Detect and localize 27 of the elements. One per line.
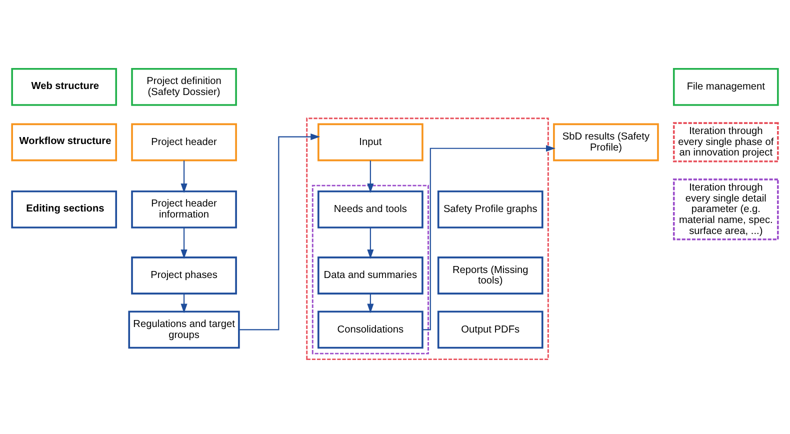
node-box: Project header information <box>131 190 237 228</box>
arrow <box>180 227 188 259</box>
arrow <box>180 294 188 314</box>
node-box: Iteration through every single detail parameter (e.g. material name, spec. surface area, ...) <box>672 178 779 240</box>
node-box: Needs and tools <box>318 190 424 228</box>
node-box: Project header <box>131 123 237 162</box>
node-box: Data and summaries <box>318 256 424 294</box>
node-box: File management <box>672 68 779 106</box>
arrow <box>367 294 374 314</box>
node-box: Web structure <box>11 68 118 106</box>
node-box: Reports (Missing tools) <box>437 256 544 294</box>
node-box: Input <box>318 123 424 162</box>
node-box: Consolidations <box>318 310 424 349</box>
node-box: Workflow structure <box>11 123 118 162</box>
node-box: Output PDFs <box>437 310 544 349</box>
arrow <box>180 160 188 193</box>
node-box: Iteration through every single phase of an innovation project <box>672 122 779 162</box>
node-box: SbD results (Safety Profile) <box>553 123 659 162</box>
arrow <box>367 227 374 259</box>
node-box: Project phases <box>131 256 237 294</box>
node-box: Editing sections <box>11 190 118 228</box>
arrow <box>367 160 374 193</box>
node-box: Regulations and target groups <box>128 310 240 349</box>
arrow <box>422 145 556 330</box>
node-box: Safety Profile graphs <box>437 190 544 228</box>
arrow <box>239 134 320 330</box>
node-box: Project definition (Safety Dossier) <box>131 68 237 106</box>
